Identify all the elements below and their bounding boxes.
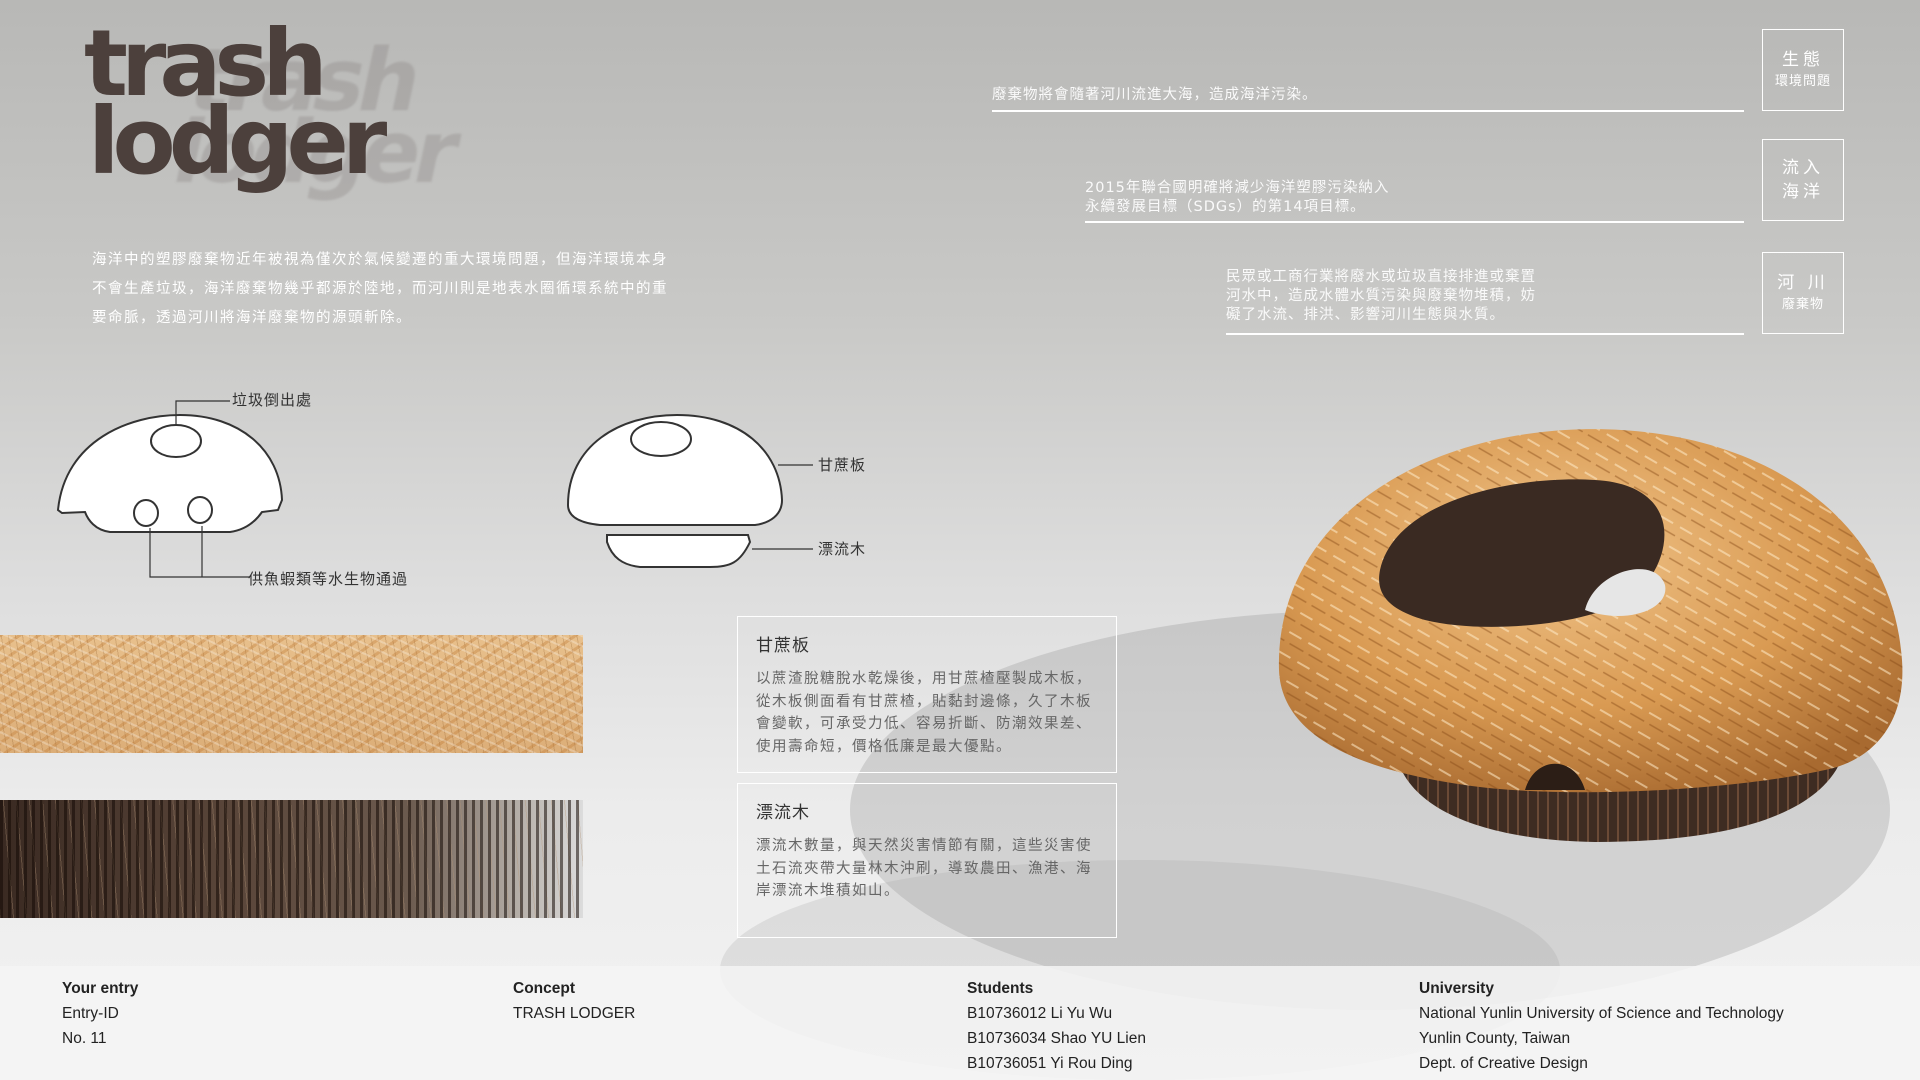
trash-lodger-logo: trash lodger trash lodger	[78, 10, 462, 205]
intro-paragraph: 海洋中的塑膠廢棄物近年被視為僅次於氣候變遷的重大環境問題，但海洋環境本身不會生產…	[92, 252, 668, 326]
footer-line: B10736012 Li Yu Wu	[967, 1005, 1113, 1022]
label-holes: 供魚蝦類等水生物通過	[248, 570, 409, 588]
issue-box-subtitle: 海洋	[1782, 182, 1824, 202]
footer-university: University National Yunlin University of…	[1419, 976, 1784, 1076]
material-card-driftwood: 漂流木 漂流木數量，與天然災害情節有關，這些災害使土石流夾帶大量林木沖刷，導致農…	[737, 783, 1117, 938]
footer: Your entry Entry-ID No. 11 Concept TRASH…	[0, 966, 1920, 1080]
footer-heading: Your entry	[62, 980, 139, 997]
dome-holes-diagram	[56, 400, 284, 578]
footer-line: Dept. of Creative Design	[1419, 1055, 1588, 1072]
issue-divider-2	[1085, 221, 1744, 223]
issue-text-3b: 河水中，造成水體水質污染與廢棄物堆積，妨	[1226, 288, 1536, 304]
issue-box-title: 流入	[1782, 158, 1824, 178]
footer-line: B10736051 Yi Rou Ding	[967, 1055, 1133, 1072]
issue-divider-1	[992, 110, 1744, 112]
issue-row-2: 2015年聯合國明確將減少海洋塑膠污染納入 永續發展目標（SDGs）的第14項目…	[1085, 179, 1745, 217]
issue-text-2a: 2015年聯合國明確將減少海洋塑膠污染納入	[1085, 180, 1390, 196]
footer-line: Entry-ID	[62, 1005, 119, 1022]
issue-row-3: 民眾或工商行業將廢水或垃圾直接排進或棄置 河水中，造成水體水質污染與廢棄物堆積，…	[1226, 268, 1746, 325]
issue-box-ecology: 生態 環境問題	[1762, 29, 1844, 111]
logo-line-trash: trash	[84, 10, 328, 117]
issue-divider-3	[1226, 333, 1744, 335]
label-opening: 垃圾倒出處	[232, 391, 313, 409]
material-body: 漂流木數量，與天然災害情節有關，這些災害使土石流夾帶大量林木沖刷，導致農田、漁港…	[756, 838, 1092, 899]
issue-box-subtitle: 環境問題	[1774, 74, 1831, 89]
footer-line: Yunlin County, Taiwan	[1419, 1030, 1571, 1047]
issue-row-1: 廢棄物將會隨著河川流進大海，造成海洋污染。	[992, 86, 1744, 105]
footer-entry: Your entry Entry-ID No. 11	[62, 976, 138, 1051]
footer-line: National Yunlin University of Science an…	[1419, 1005, 1784, 1022]
bagasse-texture	[0, 635, 583, 753]
issue-box-title: 河 川	[1777, 273, 1829, 293]
material-title: 甘蔗板	[756, 636, 810, 656]
logo-line-lodger: lodger	[88, 88, 387, 195]
material-card-bagasse: 甘蔗板 以蔗渣脫糖脫水乾燥後，用甘蔗楂壓製成木板，從木板側面看有甘蔗楂，貼黏封邊…	[737, 616, 1117, 773]
issue-box-subtitle: 廢棄物	[1781, 297, 1824, 312]
logo-wordmark: trash lodger	[84, 10, 387, 195]
issue-text-3c: 礙了水流、排洪、影響河川生態與水質。	[1226, 307, 1505, 323]
trash-lodger-product-render	[1278, 429, 1903, 842]
footer-line: TRASH LODGER	[513, 1005, 636, 1022]
footer-students: Students B10736012 Li Yu Wu B10736034 Sh…	[967, 976, 1146, 1076]
footer-heading: Concept	[513, 980, 575, 997]
label-bagasse: 甘蔗板	[818, 456, 867, 474]
issue-box-ocean: 流入 海洋	[1762, 139, 1844, 221]
label-driftwood: 漂流木	[818, 540, 867, 558]
issue-box-river: 河 川 廢棄物	[1762, 252, 1844, 334]
material-title: 漂流木	[756, 803, 810, 823]
driftwood-texture	[0, 800, 583, 918]
issue-box-title: 生態	[1782, 50, 1824, 70]
footer-heading: Students	[967, 980, 1034, 997]
issue-text-3a: 民眾或工商行業將廢水或垃圾直接排進或棄置	[1226, 269, 1536, 285]
issue-text-2b: 永續發展目標（SDGs）的第14項目標。	[1085, 199, 1366, 215]
exploded-diagram	[566, 413, 813, 568]
issue-text-1: 廢棄物將會隨著河川流進大海，造成海洋污染。	[992, 87, 1318, 103]
material-body: 以蔗渣脫糖脫水乾燥後，用甘蔗楂壓製成木板，從木板側面看有甘蔗楂，貼黏封邊條，久了…	[756, 671, 1092, 755]
footer-line: B10736034 Shao YU Lien	[967, 1030, 1146, 1047]
footer-line: No. 11	[62, 1030, 107, 1047]
footer-concept: Concept TRASH LODGER	[513, 976, 635, 1026]
footer-heading: University	[1419, 980, 1494, 997]
